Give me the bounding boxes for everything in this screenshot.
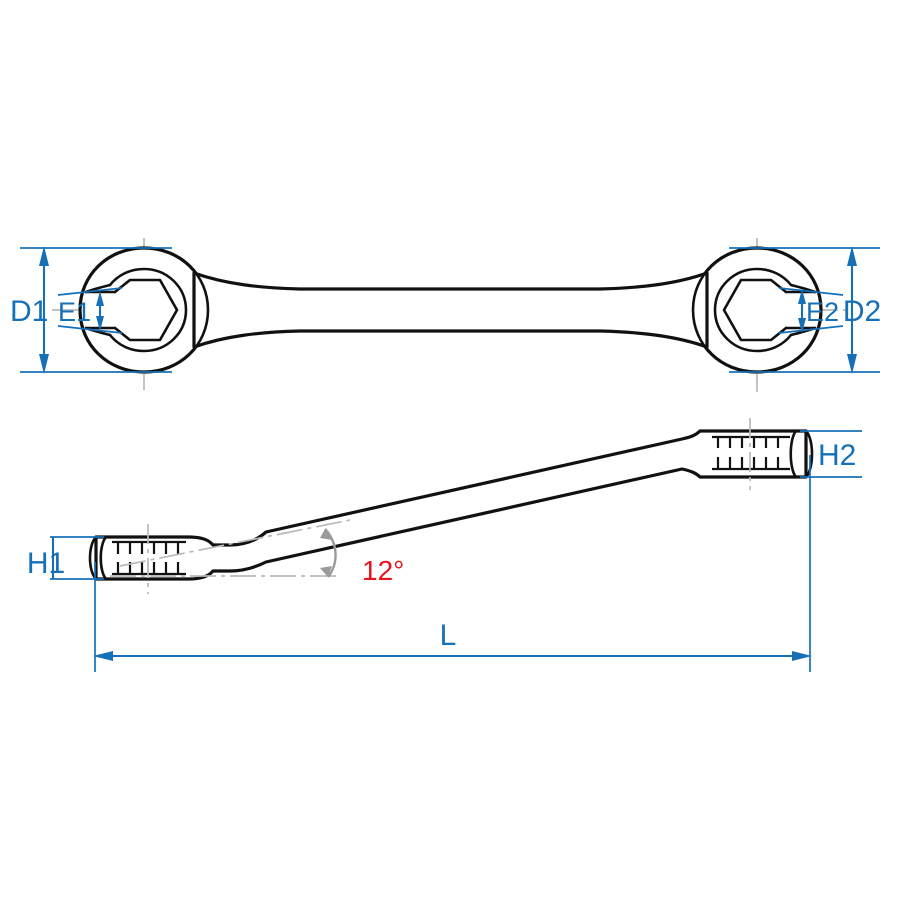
length-label: L: [440, 619, 457, 652]
top-view-group: [52, 238, 848, 392]
side-view-right-knurl: [712, 435, 790, 471]
e1-arrowhead-top: [96, 291, 104, 306]
left-hex-socket: [113, 278, 179, 342]
e2-arrowhead-top: [798, 289, 806, 304]
e1-extension-top: [57, 287, 123, 296]
d2-arrowhead-bottom: [847, 354, 857, 374]
length-arrowhead-right: [792, 651, 812, 661]
side-view-right-end-cap: [804, 429, 814, 479]
angle-label: 12°: [362, 555, 404, 586]
top-view-dimensions: D1 E1 D2 E2: [10, 246, 881, 374]
side-view-wrench-body: [94, 429, 808, 581]
side-view-left-end-cap-inner: [99, 535, 108, 581]
e2-label: E2: [806, 297, 839, 327]
e2-extension-top: [778, 287, 844, 296]
d2-label: D2: [843, 295, 881, 328]
top-view-shank: [192, 271, 709, 349]
length-arrowhead-left: [93, 651, 113, 661]
side-view-right-end-cap-inner: [789, 429, 798, 479]
d1-arrowhead-bottom: [39, 354, 49, 374]
e2-arrowhead-bottom: [798, 318, 806, 333]
side-view-group: 12°: [88, 418, 814, 594]
e1-extension-bottom: [57, 325, 123, 334]
d2-arrowhead-top: [847, 246, 857, 266]
angle-arc: [324, 528, 337, 578]
h2-label: H2: [818, 439, 856, 472]
right-head-inner-ring: [713, 267, 793, 353]
angle-arc-arrowhead-upper: [320, 529, 332, 540]
e2-extension-bottom: [778, 325, 844, 334]
side-view-left-knurl: [112, 540, 186, 576]
d1-label: D1: [10, 295, 48, 328]
d1-arrowhead-top: [39, 246, 49, 266]
left-head-inner-ring: [108, 267, 188, 353]
h1-label: H1: [27, 547, 65, 580]
e1-arrowhead-bottom: [96, 316, 104, 331]
side-view-dimensions: H1 H2 L: [27, 430, 862, 672]
angle-arc-arrowhead-lower: [320, 566, 332, 577]
right-hex-socket: [722, 278, 788, 342]
e1-label: E1: [58, 297, 91, 327]
